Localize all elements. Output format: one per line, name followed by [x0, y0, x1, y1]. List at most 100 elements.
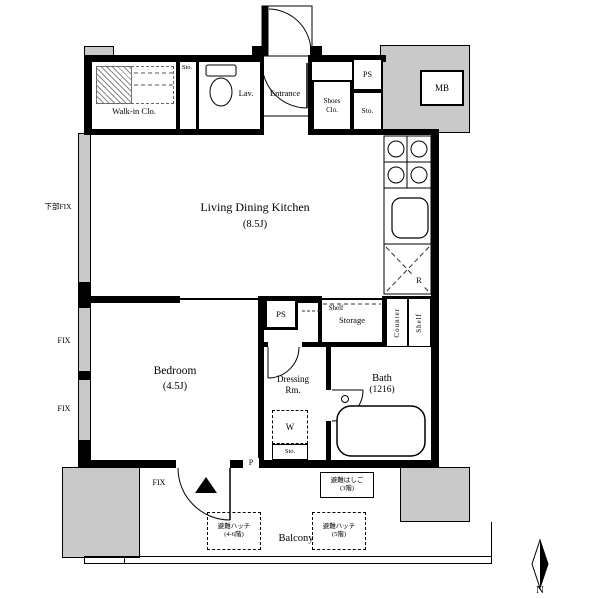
bath-label: Bath (1216) [340, 372, 424, 397]
wall-segment [326, 421, 331, 468]
wall-segment [308, 129, 439, 135]
wall-segment [84, 55, 92, 135]
wall-segment [264, 342, 268, 347]
escape-ladder-label-1: 避難はしご [330, 477, 364, 485]
entrance-name: Entrance [269, 88, 301, 98]
pipe-space-mid-label: PS [276, 308, 286, 319]
dressing-label-2: Rm. [285, 385, 301, 396]
dressing-storage-label: Sto. [284, 448, 296, 456]
washer-space: W [272, 410, 308, 444]
door-jamb [252, 46, 264, 57]
wall-segment [176, 61, 180, 129]
railing-tick [124, 556, 125, 564]
wall-segment [84, 129, 264, 135]
storage-entry-label: Sto. [361, 105, 374, 115]
top-storage-name: Sto. [181, 64, 193, 71]
pipe-space-mid: PS [264, 298, 298, 330]
washer-label: W [285, 421, 295, 432]
fix-window-label-2: FIX [50, 404, 78, 414]
bedroom-size: (4.5J) [162, 381, 188, 393]
wall-segment [382, 296, 386, 347]
walkin-closet-label: Walk-in Clo. [92, 106, 176, 117]
pipe-space-top: PS [352, 58, 383, 91]
fridge-name: R [416, 275, 422, 285]
shoes-closet: Shoes Clo. [312, 80, 352, 131]
compass-north-text: N [536, 584, 544, 596]
fix-window-text-2: FIX [57, 404, 71, 413]
dressing-storage: Sto. [272, 444, 308, 460]
fix-window-label-1: FIX [50, 336, 78, 346]
wall-segment [318, 296, 322, 347]
wall-segment [84, 296, 180, 303]
bath-size: (1216) [369, 385, 395, 396]
railing-tick [84, 556, 85, 564]
bedroom-label: Bedroom (4.5J) [115, 364, 235, 394]
toilet [205, 64, 237, 107]
escape-ladder-label-2: (3階) [339, 485, 355, 492]
wall-segment [326, 347, 331, 390]
kitchen-unit [383, 135, 432, 295]
entry-marker-triangle [195, 477, 217, 493]
walkin-closet-name: Walk-in Clo. [112, 106, 156, 116]
fix-window-text-3: FIX [152, 478, 166, 487]
fridge-label: R [410, 275, 428, 286]
pillar-label: P [243, 458, 259, 468]
ldk-size: (8.5J) [242, 219, 268, 230]
counter-label: Counter [392, 307, 401, 338]
small-shelf-label: Shelf [320, 304, 352, 313]
entry-door [261, 5, 313, 117]
small-shelf-name: Shelf [328, 304, 344, 312]
balcony-label: Balcony [254, 532, 338, 545]
lower-fix-window-label: 下部FIX [36, 202, 80, 211]
kitchen-counter-strip: Counter [386, 298, 408, 347]
wall-segment [78, 371, 91, 380]
concrete-bottom-left [62, 467, 140, 558]
escape-ladder-box: 避難はしご (3階) [320, 472, 374, 498]
wall-segment [302, 342, 439, 347]
top-storage-label: Sto. [172, 64, 202, 72]
lavatory-label: Lav. [232, 88, 260, 99]
storage-name: Storage [339, 315, 365, 325]
pillar-name: P [248, 458, 254, 467]
wall-segment [258, 303, 264, 468]
wall-segment [230, 460, 439, 468]
railing-tick [491, 522, 492, 564]
wall-segment [308, 61, 312, 129]
escape-hatch-2-label-1: 避難ハッチ [322, 523, 356, 531]
lavatory-name: Lav. [238, 88, 254, 98]
balcony-name: Balcony [278, 533, 314, 544]
dressing-label: Dressing Rm. [262, 374, 324, 397]
ldk-label: Living Dining Kitchen (8.5J) [155, 200, 355, 231]
sliding-door-line [180, 298, 258, 300]
fix-window-text-1: FIX [57, 336, 71, 345]
bedroom-name: Bedroom [153, 365, 197, 377]
escape-hatch-2-label-2: (5階) [331, 531, 347, 538]
bath-name: Bath [372, 373, 392, 384]
concrete-bottom-right [400, 467, 470, 522]
bathtub [336, 395, 426, 457]
escape-hatch-2: 避難ハッチ (5階) [312, 512, 366, 550]
kitchen-shelf-label: Shelf [415, 312, 424, 333]
shoes-closet-label-1: Shoes [323, 97, 341, 106]
escape-hatch-1-label-1: 避難ハッチ [217, 523, 251, 531]
wall-segment [84, 55, 264, 62]
railing-line [84, 556, 492, 557]
shoes-closet-label-2: Clo. [326, 105, 338, 114]
storage-door-line [322, 298, 382, 300]
storage-label: Storage [322, 315, 382, 326]
dressing-label-1: Dressing [277, 374, 309, 384]
entrance-label: Entrance [258, 88, 312, 99]
wall-segment [78, 282, 91, 308]
closet-rod-area [96, 66, 174, 104]
compass-north-label: N [528, 584, 552, 598]
meter-box: MB [420, 70, 464, 106]
kitchen-shelf-strip: Shelf [408, 298, 431, 347]
lower-fix-window-text: 下部FIX [44, 202, 72, 211]
escape-hatch-1-label-2: (4-6階) [224, 531, 244, 538]
wall-segment [196, 61, 199, 129]
meter-box-label: MB [434, 82, 449, 93]
wall-segment [84, 460, 176, 468]
storage-entry: Sto. [352, 91, 383, 131]
compass-needle [531, 538, 549, 590]
